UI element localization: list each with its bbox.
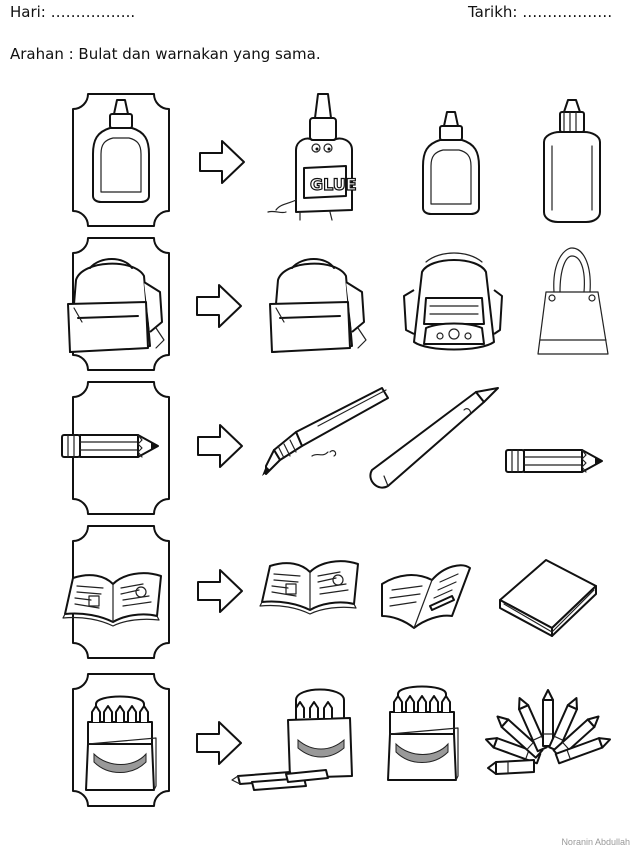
row-4 bbox=[62, 525, 597, 659]
option-crayons-fan-icon[interactable] bbox=[484, 689, 612, 775]
tarikh-field-label: Tarikh: ……………… bbox=[468, 3, 613, 21]
target-pencil-stub-icon bbox=[61, 434, 159, 458]
target-crayon-box-icon bbox=[85, 695, 157, 791]
option-open-book-small-icon[interactable] bbox=[381, 564, 471, 629]
option-closed-book-icon[interactable] bbox=[499, 559, 597, 637]
glue-label: GLUE bbox=[310, 175, 357, 194]
arrow-icon-4 bbox=[197, 569, 243, 613]
instruction-text: Arahan : Bulat dan warnakan yang sama. bbox=[10, 45, 321, 63]
option-hiking-backpack-icon[interactable] bbox=[403, 252, 503, 351]
option-handbag-icon[interactable] bbox=[537, 247, 609, 355]
row-3 bbox=[61, 381, 603, 515]
arrow-icon-2 bbox=[196, 284, 242, 328]
option-open-book-icon[interactable] bbox=[259, 560, 359, 615]
arrow-icon-1 bbox=[199, 140, 245, 184]
option-pencil-stub-icon[interactable] bbox=[505, 449, 603, 473]
row-2 bbox=[67, 237, 609, 371]
hari-field-label: Hari: …………….. bbox=[10, 3, 136, 21]
option-glue-icon[interactable] bbox=[422, 111, 480, 215]
arrow-icon-5 bbox=[196, 721, 242, 765]
row-1: GLUE bbox=[72, 93, 601, 227]
option-pen-icon[interactable] bbox=[262, 387, 389, 476]
option-crayon-box-icon[interactable] bbox=[387, 685, 459, 781]
option-crayon-box-open-icon[interactable] bbox=[231, 688, 353, 791]
credit-text: Noranin Abdullah bbox=[561, 837, 630, 847]
arrow-icon-3 bbox=[197, 424, 243, 468]
option-glue-cartoon-icon[interactable]: GLUE bbox=[267, 93, 357, 221]
option-glue-bottle-icon[interactable] bbox=[543, 99, 601, 223]
option-long-pencil-icon[interactable] bbox=[369, 387, 499, 489]
option-backpack-icon[interactable] bbox=[269, 258, 367, 353]
row-5 bbox=[72, 673, 612, 807]
